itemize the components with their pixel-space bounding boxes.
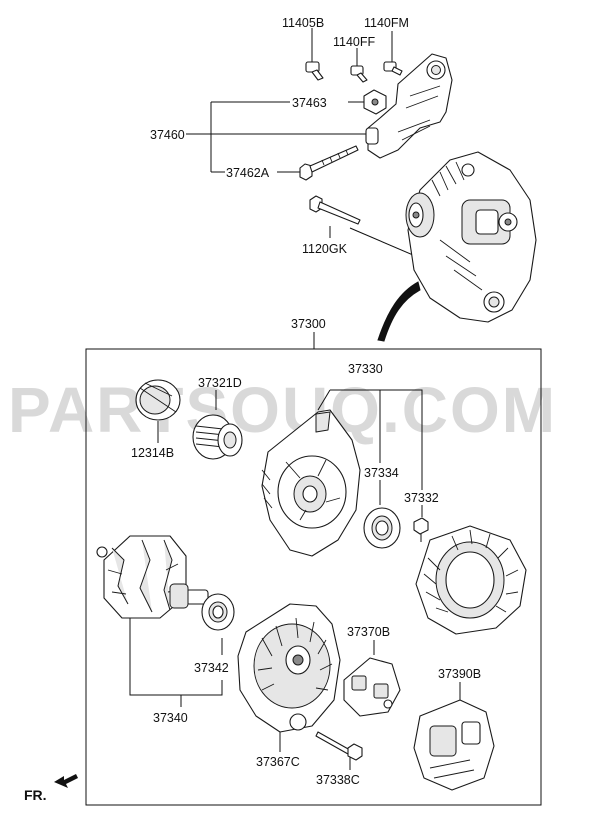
leader-lines-top <box>186 28 421 349</box>
label-37462A: 37462A <box>226 166 270 180</box>
label-1120GK: 1120GK <box>302 242 348 256</box>
nut-37463 <box>363 89 387 115</box>
label-37340: 37340 <box>153 711 188 725</box>
label-12314B: 12314B <box>131 446 174 460</box>
bearing-37342 <box>201 593 235 631</box>
label-37338C: 37338C <box>316 773 360 787</box>
label-37321D: 37321D <box>198 376 242 390</box>
label-37330: 37330 <box>348 362 383 376</box>
regulator-37390B <box>413 699 495 791</box>
leader-lines-inner <box>129 389 461 770</box>
front-bracket-37330 <box>261 409 361 557</box>
brush-holder-37370B <box>343 657 401 717</box>
part-labels: 11405B 1140FF 1140FM 37463 37460 37462A … <box>131 16 481 787</box>
label-37390B: 37390B <box>438 667 481 681</box>
label-37460: 37460 <box>150 128 185 142</box>
bolt-1140FM <box>383 61 403 76</box>
label-37300: 37300 <box>291 317 326 331</box>
collar-bracket-piece <box>365 127 379 145</box>
bolt-1140FF <box>350 65 368 83</box>
label-1140FM: 1140FM <box>364 16 409 30</box>
label-37463: 37463 <box>292 96 327 110</box>
label-37367C: 37367C <box>256 755 300 769</box>
assembly-frame <box>85 348 542 806</box>
stator <box>415 525 527 635</box>
bolt-1120GK <box>309 195 361 225</box>
cover-12314B <box>135 379 181 421</box>
label-37342: 37342 <box>194 661 229 675</box>
direction-indicator: FR. <box>24 774 78 803</box>
watermark: PARTSOUQ.COM <box>8 374 557 446</box>
label-37334: 37334 <box>364 466 399 480</box>
bolt-37338C <box>315 731 363 761</box>
label-1140FF: 1140FF <box>333 35 376 49</box>
label-11405B: 11405B <box>282 16 324 30</box>
screw-37332 <box>413 517 429 542</box>
forward-arrow-icon <box>54 774 78 788</box>
bracket-37460 <box>367 53 453 159</box>
swoosh-arrow <box>377 281 421 342</box>
direction-label: FR. <box>24 787 47 803</box>
pulley-37321D <box>192 414 243 460</box>
rear-bracket-37367C <box>237 603 341 733</box>
bolt-11405B <box>305 61 324 81</box>
bolt-37462A <box>299 145 359 181</box>
rotor-37340 <box>96 535 209 619</box>
label-37370B: 37370B <box>347 625 390 639</box>
alternator-assembly <box>405 151 537 323</box>
label-37332: 37332 <box>404 491 439 505</box>
bearing-37334 <box>363 507 401 549</box>
